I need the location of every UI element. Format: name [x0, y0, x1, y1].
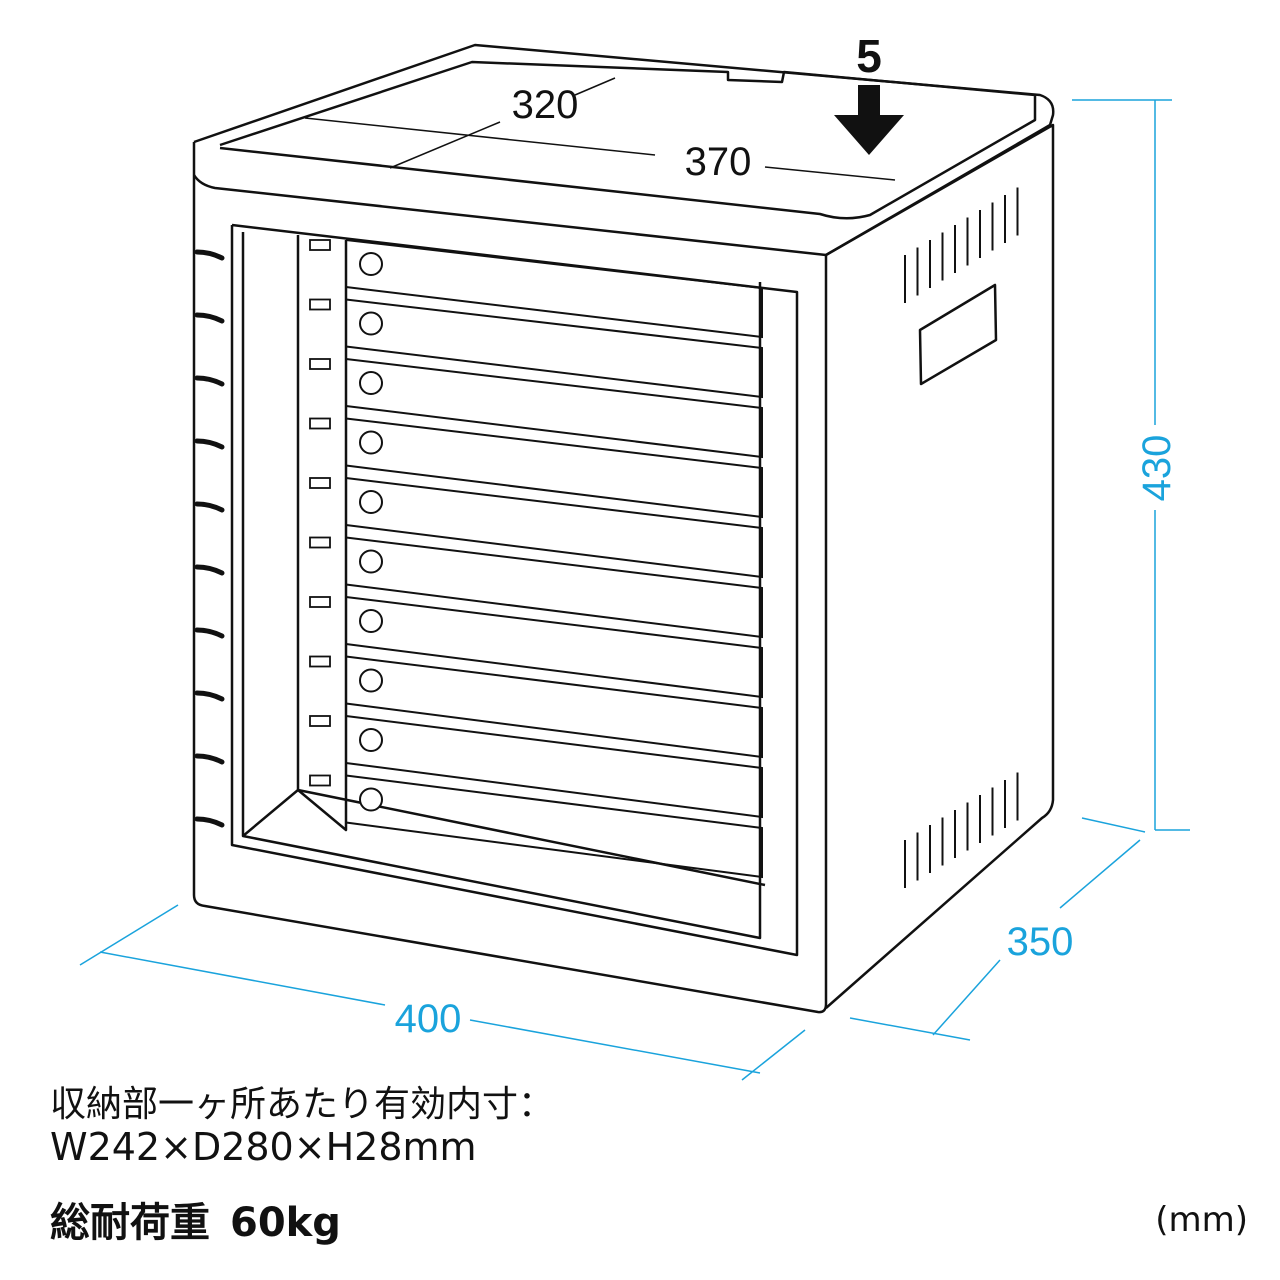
shelf-slot-icon	[309, 655, 331, 668]
shelf-tray	[345, 715, 763, 819]
depth-label: 350	[1007, 920, 1074, 964]
shelf-slot-icon	[309, 715, 331, 727]
hook-marker-icon	[194, 753, 225, 765]
hook-markers	[194, 249, 225, 828]
shelf-slot-icon	[309, 596, 331, 608]
load-arrow-icon	[834, 85, 904, 155]
hook-marker-icon	[194, 690, 225, 702]
width-label: 400	[395, 997, 462, 1041]
shelf-knob-icon	[359, 430, 383, 455]
load-label: 総耐荷重	[50, 1200, 210, 1246]
shelf-knob-icon	[359, 311, 383, 336]
load-line: 総耐荷重 60kg	[50, 1190, 341, 1248]
hook-marker-icon	[194, 438, 225, 450]
unit-label: (mm)	[1155, 1200, 1248, 1240]
shelf-slot-icon	[309, 477, 331, 489]
inner-width-label: 370	[685, 140, 752, 184]
shelf-tray	[345, 358, 763, 459]
shelf-tray	[345, 655, 763, 759]
shelf-slot-icon	[309, 239, 331, 251]
top-load-label: 5	[856, 30, 882, 82]
capacity-label: 収納部一ヶ所あたり有効内寸：	[50, 1084, 555, 1125]
load-value: 60kg	[230, 1200, 341, 1246]
shelf-tray	[345, 239, 763, 339]
shelf-knob-icon	[359, 490, 383, 514]
shelf-slot-icon	[309, 358, 331, 370]
shelf-stack	[309, 239, 763, 879]
shelf-knob-icon	[359, 787, 383, 812]
shelf-tray	[345, 596, 763, 699]
shelf-knob-icon	[359, 728, 383, 752]
shelf-tray	[345, 298, 763, 399]
height-label: 430	[1135, 435, 1179, 502]
shelf-knob-icon	[359, 252, 383, 276]
hook-marker-icon	[194, 564, 225, 576]
shelf-slot-icon	[309, 536, 331, 549]
hook-marker-icon	[194, 816, 225, 828]
shelf-slot-icon	[309, 298, 331, 311]
top-dimension-lines	[304, 77, 896, 181]
shelf-knob-icon	[359, 549, 383, 574]
shelf-tray	[345, 417, 763, 519]
shelf-tray	[345, 774, 763, 879]
hook-marker-icon	[194, 375, 225, 387]
hook-marker-icon	[194, 249, 225, 261]
shelf-knob-icon	[359, 371, 383, 395]
hook-marker-icon	[194, 312, 225, 324]
outer-dimension-lines	[79, 99, 1190, 1081]
shelf-knob-icon	[359, 668, 383, 693]
shelf-slot-icon	[309, 417, 331, 430]
shelf-tray	[345, 536, 763, 639]
side-vents	[904, 187, 1019, 888]
capacity-value: W242×D280×H28mm	[50, 1125, 477, 1169]
cabinet-outline	[192, 43, 1055, 1014]
hook-marker-icon	[194, 627, 225, 639]
hook-marker-icon	[194, 501, 225, 513]
shelf-knob-icon	[359, 609, 383, 633]
shelf-tray	[345, 477, 763, 579]
shelf-slot-icon	[309, 774, 331, 787]
inner-depth-label: 320	[512, 83, 579, 127]
